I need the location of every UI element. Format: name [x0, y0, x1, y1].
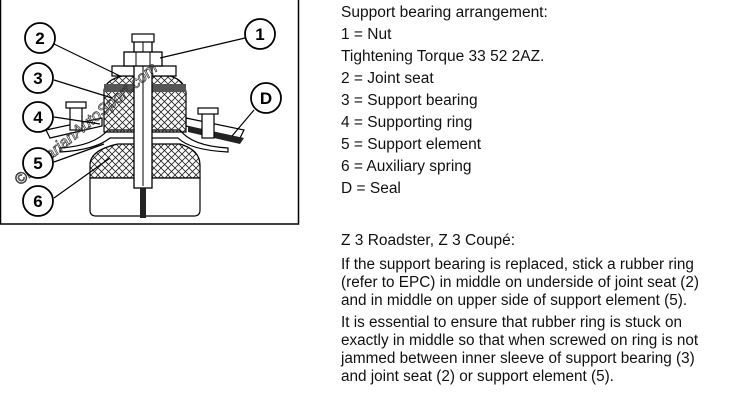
notes-line: jammed between inner sleeve of support b…: [341, 350, 695, 367]
leader-3: [53, 79, 113, 99]
leader-5: [53, 143, 105, 163]
description-text: Support bearing arrangement: 1 = Nut Tig…: [341, 2, 739, 386]
legend-item: 1 = Nut: [341, 26, 392, 43]
bolt-right: [201, 111, 215, 139]
support-bearing-diagram: ©BavarianAutoSport.com 2 3 4 5 6: [0, 0, 300, 225]
bolt-right-head: [197, 107, 219, 115]
notes-paragraph-2: It is essential to ensure that rubber ri…: [341, 314, 739, 386]
bolt-left-head: [65, 101, 87, 109]
notes-line: exactly in middle so that when screwed o…: [341, 332, 699, 349]
leader-1: [159, 37, 246, 59]
legend-heading: Support bearing arrangement:: [341, 4, 548, 21]
callout-3: 3: [22, 62, 54, 94]
leader-6: [53, 157, 111, 199]
callout-4-label: 4: [33, 108, 43, 127]
notes-line: It is essential to ensure that rubber ri…: [341, 314, 682, 331]
callout-3-label: 3: [33, 69, 42, 88]
notes-line: If the support bearing is replaced, stic…: [341, 256, 694, 273]
callout-5: 5: [22, 147, 54, 179]
callout-6-label: 6: [33, 192, 42, 211]
legend-item: Tightening Torque 33 52 2AZ.: [341, 48, 545, 65]
callout-5-label: 5: [33, 154, 42, 173]
legend-item: D = Seal: [341, 180, 401, 197]
callout-2: 2: [24, 22, 56, 54]
notes-paragraph-1: If the support bearing is replaced, stic…: [341, 256, 739, 310]
legend-item: 5 = Support element: [341, 136, 482, 153]
legend-item: 6 = Auxiliary spring: [341, 158, 472, 175]
notes-heading: Z 3 Roadster, Z 3 Coupé:: [341, 232, 516, 249]
callout-1: 1: [244, 18, 276, 50]
callout-1-label: 1: [255, 25, 264, 44]
callout-d-label: D: [260, 89, 272, 108]
notes-line: (refer to EPC) in middle on underside of…: [341, 274, 699, 291]
rod-lower: [140, 188, 146, 218]
legend-item: 3 = Support bearing: [341, 92, 478, 109]
leader-2: [53, 43, 121, 77]
callout-2-label: 2: [35, 29, 44, 48]
nut: [123, 51, 163, 67]
legend-item: 2 = Joint seat: [341, 70, 434, 87]
rod-tip: [131, 33, 155, 43]
diagram-frame: [0, 0, 300, 225]
leader-d: [231, 109, 255, 137]
notes-line: and joint seat (2) or support element (5…: [341, 368, 614, 385]
callout-d: D: [250, 82, 282, 114]
leader-4: [53, 116, 101, 125]
notes-line: and in middle on upper side of support e…: [341, 292, 688, 309]
legend-item: 4 = Supporting ring: [341, 114, 473, 131]
callout-4: 4: [22, 101, 54, 133]
callout-6: 6: [22, 185, 54, 217]
diagram-drawing: ©BavarianAutoSport.com 2 3 4 5 6: [0, 0, 300, 225]
